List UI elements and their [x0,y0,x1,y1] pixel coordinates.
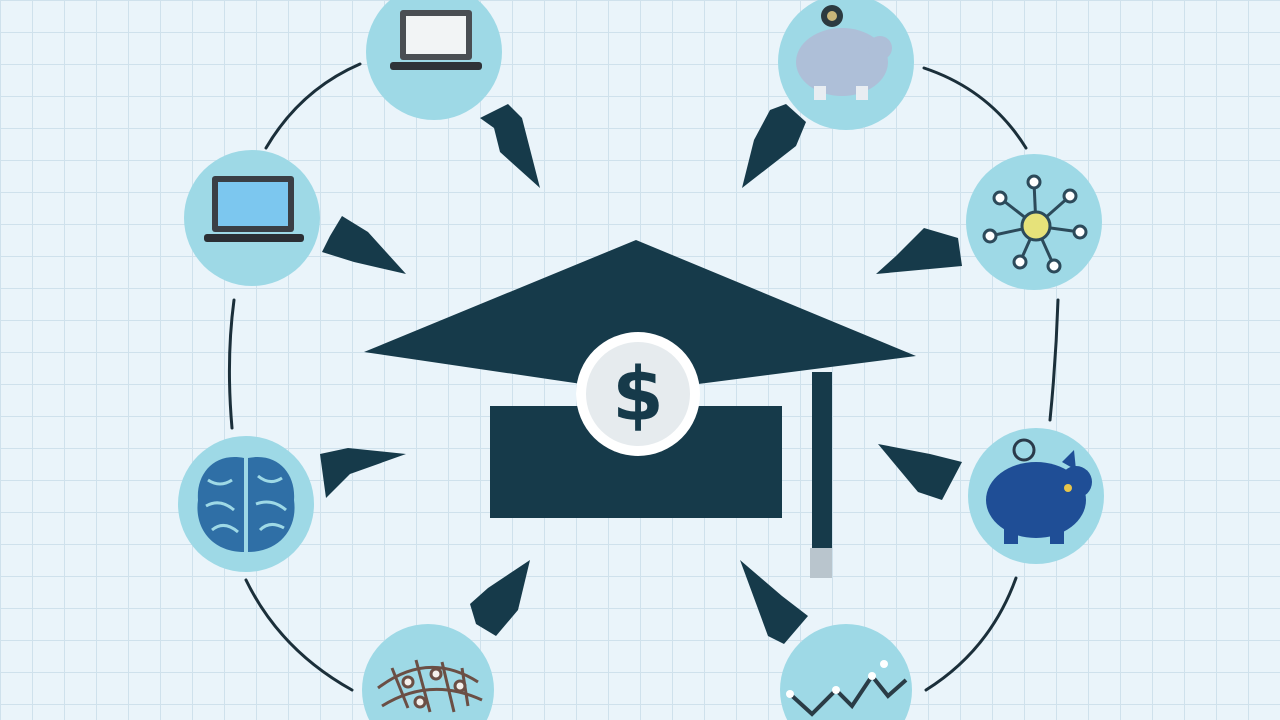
node-line-chart [780,624,912,720]
laptop-gray-icon [390,10,482,70]
connector-line [924,576,1018,692]
arrow-icon [740,560,808,644]
node-network-mesh [362,624,494,720]
connector-line [227,298,236,430]
piggy-bank-coin-icon [796,5,892,100]
arrow-icon [742,104,806,188]
connector-lines [227,62,1060,692]
arrow-icon [876,228,962,274]
dollar-badge [586,342,690,446]
cap-tassel-cord [812,372,832,550]
line-chart-icon [786,660,908,717]
node-piggy-bank-coin [778,0,914,130]
cap-tassel-end [810,548,832,578]
arrow-icon [322,216,406,274]
piggy-bank-blue-icon [986,438,1092,544]
arrows [320,104,962,644]
connector-line [264,62,362,150]
node-piggy-bank-blue [968,428,1104,564]
dollar-sign: $ [612,352,664,438]
connector-line [1048,298,1060,422]
node-brain [178,436,314,572]
arrow-icon [320,448,406,498]
node-network-nodes [966,154,1102,290]
arrow-icon [878,444,962,500]
node-laptop-blue [184,150,320,286]
arrow-icon [480,104,540,188]
network-mesh-icon [377,659,483,713]
connector-line [922,66,1028,150]
connector-line [244,578,354,692]
brain-icon [197,457,295,552]
network-nodes-icon [982,174,1088,274]
laptop-blue-icon [204,176,304,242]
node-laptop-gray [366,0,502,120]
cap-board [364,240,916,392]
graduation-cap-icon: $ [364,240,916,578]
arrow-icon [470,560,530,636]
